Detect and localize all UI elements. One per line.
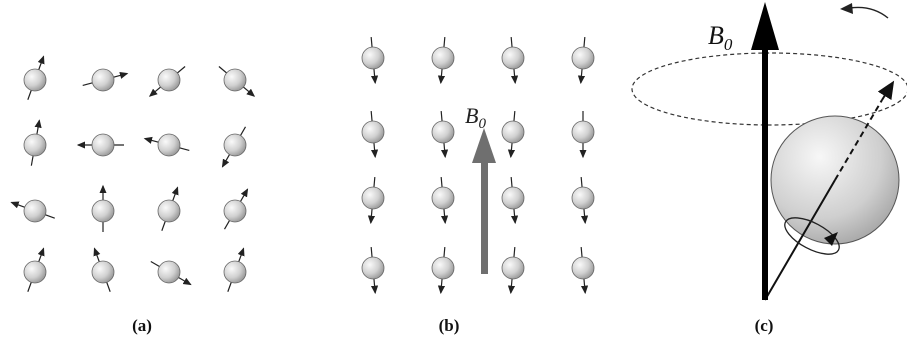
- spin-b-4: [571, 37, 595, 85]
- spin-a-13: [23, 247, 47, 292]
- spin-a-12: [223, 188, 249, 230]
- caption-a: (a): [132, 316, 152, 335]
- field-arrow-b0-head: [751, 2, 779, 50]
- spin-vector-solid: [764, 179, 836, 301]
- spin-b-11: [501, 177, 525, 225]
- spin-a-8: [221, 126, 247, 168]
- field-arrow-b0-shaft: [762, 48, 768, 300]
- spin-b-13: [361, 247, 385, 295]
- precession-arrow: [849, 6, 889, 19]
- field-label-b0-panel-b: B0: [465, 103, 486, 132]
- spin-b-2: [431, 37, 455, 85]
- spin-b-1: [361, 37, 385, 85]
- spin-a-16: [223, 247, 247, 292]
- spin-vector-dashed: [834, 99, 883, 181]
- spin-b-8: [571, 111, 595, 159]
- field-label-b0-panel-c: B0: [708, 21, 733, 54]
- spin-b-15: [501, 247, 525, 295]
- spin-a-3: [148, 66, 186, 97]
- caption-c: (c): [754, 316, 774, 335]
- spin-a-1: [23, 55, 47, 100]
- spin-a-11: [157, 186, 181, 231]
- panel-c-precession: [631, 2, 907, 301]
- spin-b-9: [361, 177, 385, 225]
- field-arrow-b0-panel-b: [472, 128, 496, 274]
- panel-a-random-spins: [10, 55, 256, 292]
- spin-a-9: [10, 199, 55, 223]
- spin-b-12: [571, 177, 595, 225]
- spin-a-4: [218, 66, 256, 97]
- spin-rotation-ring: [784, 217, 840, 255]
- spin-rotation-arrowhead: [824, 232, 838, 246]
- spin-a-14: [91, 247, 115, 292]
- caption-b: (b): [438, 316, 460, 335]
- spin-b-7: [501, 111, 525, 159]
- precession-path: [631, 52, 907, 126]
- spin-b-6: [431, 111, 455, 159]
- panel-b-aligned-spins: [361, 37, 595, 295]
- spin-b-5: [361, 111, 385, 159]
- spin-b-16: [571, 247, 595, 295]
- precession-arrowhead: [840, 3, 853, 14]
- spin-b-3: [501, 37, 525, 85]
- spin-b-14: [431, 247, 455, 295]
- spin-vector-tip: [877, 80, 895, 101]
- spin-b-10: [431, 177, 455, 225]
- spin-a-6: [76, 133, 124, 157]
- spin-a-5: [23, 119, 47, 166]
- spin-a-15: [150, 260, 192, 286]
- spin-a-2: [82, 68, 129, 92]
- spin-a-10: [91, 184, 115, 232]
- spin-a-7: [143, 133, 190, 157]
